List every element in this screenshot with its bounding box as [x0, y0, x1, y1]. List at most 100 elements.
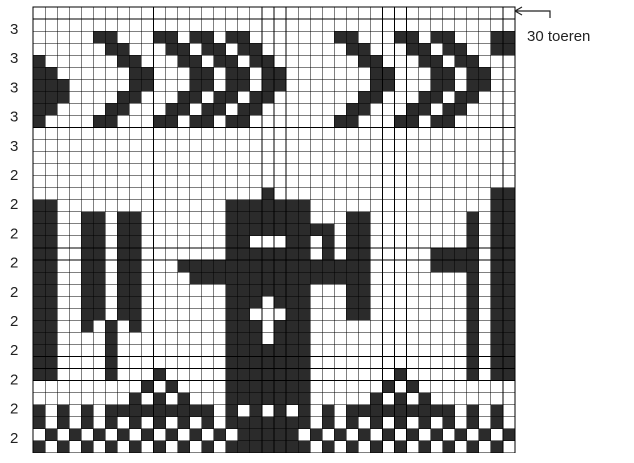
chart-cell [491, 344, 503, 356]
chart-cell [166, 128, 178, 140]
chart-cell [322, 369, 334, 381]
chart-cell [69, 260, 81, 272]
chart-cell [190, 393, 202, 405]
chart-cell [141, 200, 153, 212]
chart-cell [117, 188, 129, 200]
chart-cell [81, 19, 93, 31]
chart-cell [431, 164, 443, 176]
chart-cell [455, 43, 467, 55]
chart-cell [129, 332, 141, 344]
chart-cell [226, 441, 238, 453]
chart-cell [33, 284, 45, 296]
row-label: 2 [10, 196, 18, 213]
chart-cell [322, 188, 334, 200]
chart-cell [407, 140, 419, 152]
chart-cell [69, 128, 81, 140]
chart-cell [443, 212, 455, 224]
chart-cell [370, 248, 382, 260]
chart-cell [407, 344, 419, 356]
chart-cell [202, 356, 214, 368]
chart-cell [45, 200, 57, 212]
chart-cell [467, 91, 479, 103]
chart-cell [166, 284, 178, 296]
chart-cell [358, 212, 370, 224]
chart-cell [262, 260, 274, 272]
chart-cell [178, 284, 190, 296]
row-count-annotation: 30 toeren [515, 7, 590, 45]
chart-cell [310, 91, 322, 103]
chart-cell [105, 91, 117, 103]
chart-cell [322, 200, 334, 212]
chart-cell [226, 19, 238, 31]
chart-cell [479, 356, 491, 368]
chart-cell [57, 212, 69, 224]
chart-cell [105, 152, 117, 164]
chart-cell [93, 55, 105, 67]
chart-cell [117, 43, 129, 55]
chart-cell [443, 284, 455, 296]
chart-cell [286, 248, 298, 260]
chart-cell [81, 344, 93, 356]
chart-cell [226, 164, 238, 176]
chart-cell [274, 224, 286, 236]
chart-cell [431, 212, 443, 224]
chart-cell [214, 212, 226, 224]
chart-cell [467, 308, 479, 320]
chart-cell [407, 128, 419, 140]
chart-cell [455, 79, 467, 91]
chart-cell [346, 369, 358, 381]
chart-cell [419, 381, 431, 393]
chart-cell [503, 152, 515, 164]
chart-cell [503, 7, 515, 19]
chart-cell [178, 43, 190, 55]
chart-cell [286, 393, 298, 405]
chart-cell [370, 140, 382, 152]
chart-cell [479, 441, 491, 453]
chart-cell [382, 284, 394, 296]
chart-cell [298, 393, 310, 405]
chart-cell [69, 164, 81, 176]
chart-cell [370, 7, 382, 19]
chart-cell [154, 67, 166, 79]
chart-cell [491, 236, 503, 248]
chart-cell [226, 152, 238, 164]
chart-cell [202, 369, 214, 381]
chart-cell [250, 7, 262, 19]
chart-cell [346, 43, 358, 55]
chart-cell [81, 115, 93, 127]
chart-cell [491, 43, 503, 55]
chart-cell [467, 176, 479, 188]
chart-cell [262, 320, 274, 332]
chart-cell [262, 212, 274, 224]
chart-cell [346, 224, 358, 236]
chart-cell [226, 260, 238, 272]
chart-cell [202, 79, 214, 91]
chart-cell [250, 55, 262, 67]
chart-cell [298, 332, 310, 344]
chart-cell [262, 128, 274, 140]
chart-cell [190, 115, 202, 127]
chart-cell [214, 224, 226, 236]
chart-cell [166, 441, 178, 453]
chart-cell [358, 115, 370, 127]
chart-cell [407, 19, 419, 31]
chart-cell [322, 152, 334, 164]
chart-cell [407, 212, 419, 224]
chart-cell [129, 212, 141, 224]
chart-cell [298, 236, 310, 248]
chart-cell [141, 91, 153, 103]
chart-cell [81, 381, 93, 393]
chart-cell [226, 128, 238, 140]
chart-cell [286, 103, 298, 115]
chart-cell [491, 441, 503, 453]
chart-cell [117, 91, 129, 103]
chart-cell [250, 260, 262, 272]
chart-cell [81, 356, 93, 368]
chart-cell [45, 91, 57, 103]
chart-cell [334, 260, 346, 272]
chart-cell [322, 67, 334, 79]
chart-cell [214, 115, 226, 127]
chart-cell [81, 67, 93, 79]
chart-cell [226, 31, 238, 43]
chart-cell [154, 393, 166, 405]
